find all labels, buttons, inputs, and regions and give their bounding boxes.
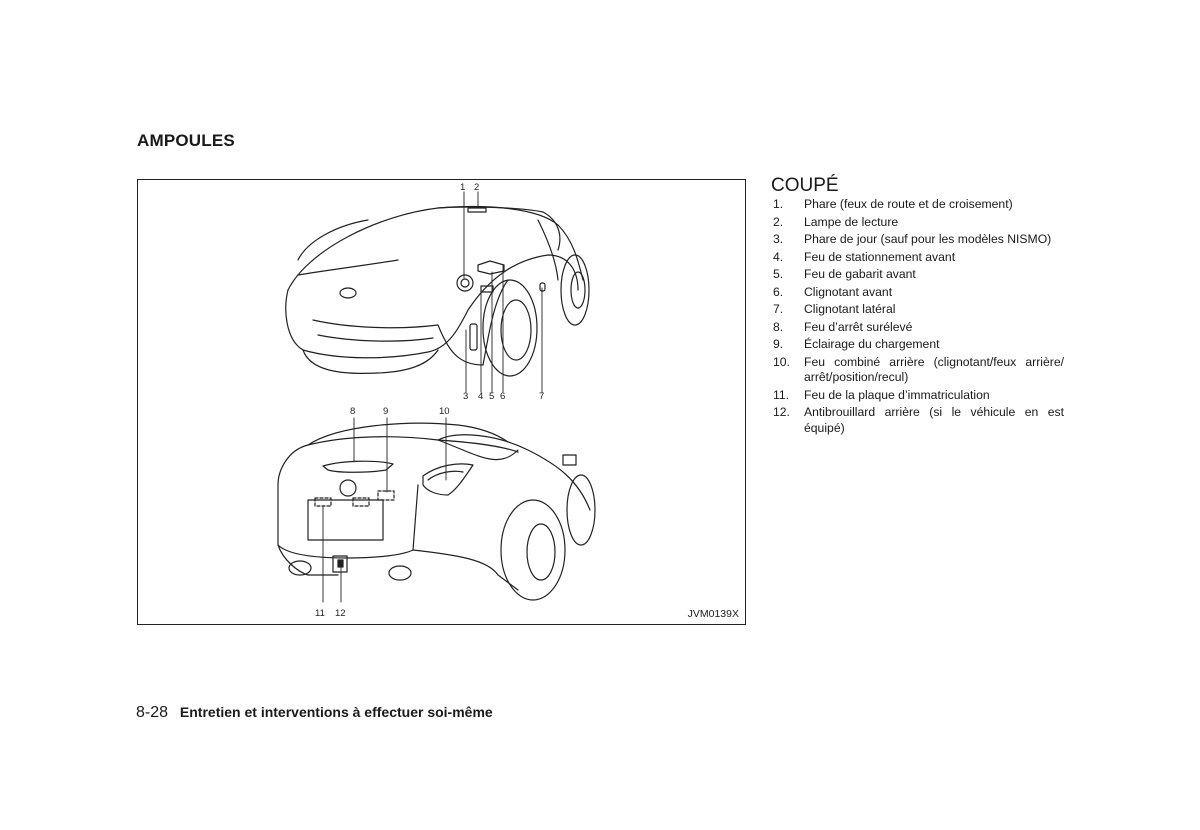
callout-label: 10 [439, 406, 450, 417]
callout-label: 7 [539, 391, 544, 402]
item-number: 11. [773, 387, 790, 402]
item-text: Feu de gabarit avant [804, 267, 916, 281]
callout-label: 8 [350, 406, 355, 417]
item-number: 8. [773, 319, 784, 334]
item-text: Phare (feux de route et de croisement) [804, 197, 1013, 211]
callout-label: 12 [335, 608, 346, 619]
item-text: Phare de jour (sauf pour les modèles NIS… [804, 232, 1052, 246]
list-item: 8. Feu d’arrêt surélevé [773, 320, 1064, 336]
item-text: Feu combiné arrière (clignotant/feux arr… [804, 354, 1064, 385]
chapter-title: Entretien et interventions à effectuer s… [179, 704, 493, 720]
item-number: 2. [773, 214, 784, 229]
item-number: 9. [773, 337, 784, 351]
item-number: 4. [773, 249, 784, 264]
callout-label: 11 [315, 608, 325, 619]
sub-title: COUPÉ [771, 175, 839, 196]
page-footer: 8-28 Entretien et interventions à effect… [136, 704, 493, 722]
item-text: Éclairage du chargement [804, 337, 940, 351]
callout-label: 9 [383, 406, 388, 417]
item-text: Lampe de lecture [804, 214, 899, 229]
item-number: 7. [773, 302, 784, 316]
rear-car-drawing [277, 422, 596, 601]
item-number: 6. [773, 284, 784, 299]
callout-label: 2 [474, 182, 479, 193]
bulb-location-figure: 1 2 3 4 5 6 7 8 9 10 11 12 JVM0139X [137, 179, 746, 625]
list-item: 6. Clignotant avant [773, 285, 1064, 301]
callout-label: 3 [463, 391, 468, 402]
item-number: 5. [773, 267, 784, 281]
list-item: 2. Lampe de lecture [773, 215, 1064, 231]
list-item: 11. Feu de la plaque d’immatriculation [773, 388, 1064, 404]
list-item: 10. Feu combiné arrière (clignotant/feux … [773, 355, 1064, 386]
page-number: 8-28 [136, 704, 169, 721]
item-text: Feu d’arrêt surélevé [804, 319, 913, 334]
callout-label: 6 [500, 391, 505, 402]
item-number: 10. [773, 354, 790, 369]
list-item: 1. Phare (feux de route et de croisement) [773, 197, 1064, 213]
item-text: Feu de stationnement avant [804, 249, 956, 264]
list-item: 4. Feu de stationnement avant [773, 250, 1064, 266]
bulb-list: 1. Phare (feux de route et de croisement)… [773, 197, 1064, 438]
callout-label: 5 [489, 391, 494, 402]
callout-label: 1 [460, 182, 465, 193]
item-number: 12. [773, 405, 790, 419]
item-text: Antibrouillard arrière (si le véhicule e… [804, 405, 1064, 435]
list-item: 7. Clignotant latéral [773, 302, 1064, 318]
car-illustration: 1 2 3 4 5 6 7 8 9 10 11 12 [277, 182, 596, 619]
item-text: Clignotant latéral [804, 302, 896, 316]
item-number: 3. [773, 232, 784, 246]
list-item: 5. Feu de gabarit avant [773, 267, 1064, 283]
item-text: Feu de la plaque d’immatriculation [804, 387, 990, 402]
item-text: Clignotant avant [804, 284, 893, 299]
callout-label: 4 [478, 391, 483, 402]
front-car-drawing [285, 205, 590, 377]
list-item: 3. Phare de jour (sauf pour les modèles N… [773, 232, 1064, 248]
list-item: 9. Éclairage du chargement [773, 337, 1064, 353]
list-item: 12. Antibrouillard arrière (si le véhicul… [773, 405, 1064, 436]
section-title: AMPOULES [137, 131, 235, 150]
item-number: 1. [773, 197, 784, 211]
figure-code: JVM0139X [687, 608, 739, 620]
